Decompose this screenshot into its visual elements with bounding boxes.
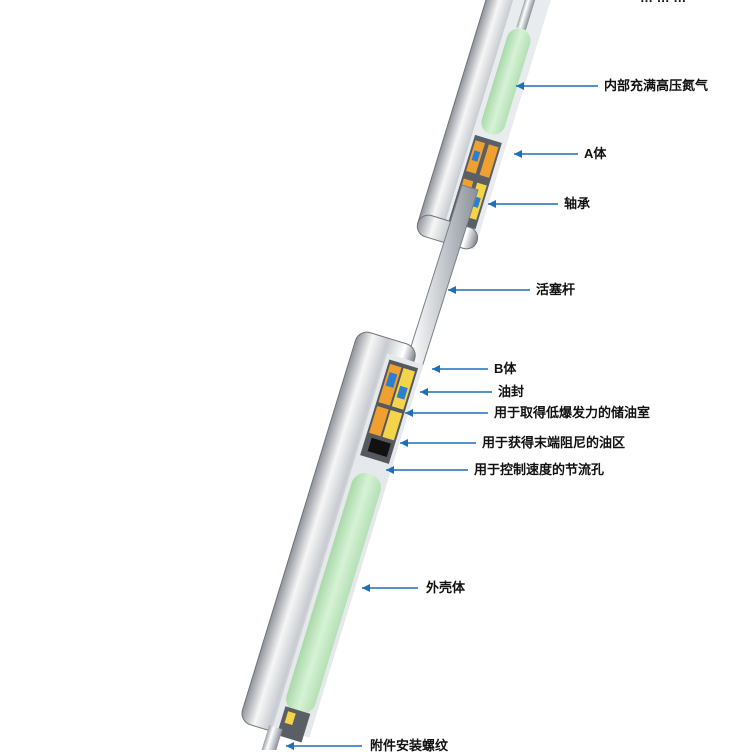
label-oil-seal: 油封 [498,384,525,399]
label-bottom-partial: 附件安装螺纹 [370,738,449,753]
label-gas: 内部充满高压氮气 [604,78,709,93]
upper-cylinder [416,0,558,250]
label-outer-shell: 外壳体 [426,580,466,595]
label-oil-chamber: 用于取得低爆发力的储油室 [494,405,651,420]
label-damping-oil: 用于获得末端阻尼的油区 [482,435,626,450]
leader-lines [286,85,598,747]
label-body-a: A体 [584,146,607,161]
label-orifice: 用于控制速度的节流孔 [474,462,605,477]
label-body-b: B体 [494,361,517,376]
lower-cylinder [241,331,424,755]
label-piston-rod: 活塞杆 [536,282,576,297]
lower-gas-chamber [286,472,381,714]
upper-gas-chamber [481,28,531,135]
label-top-partial: … … … [640,0,686,6]
leader-arrowheads [286,82,524,750]
label-bearing: 轴承 [564,196,591,211]
